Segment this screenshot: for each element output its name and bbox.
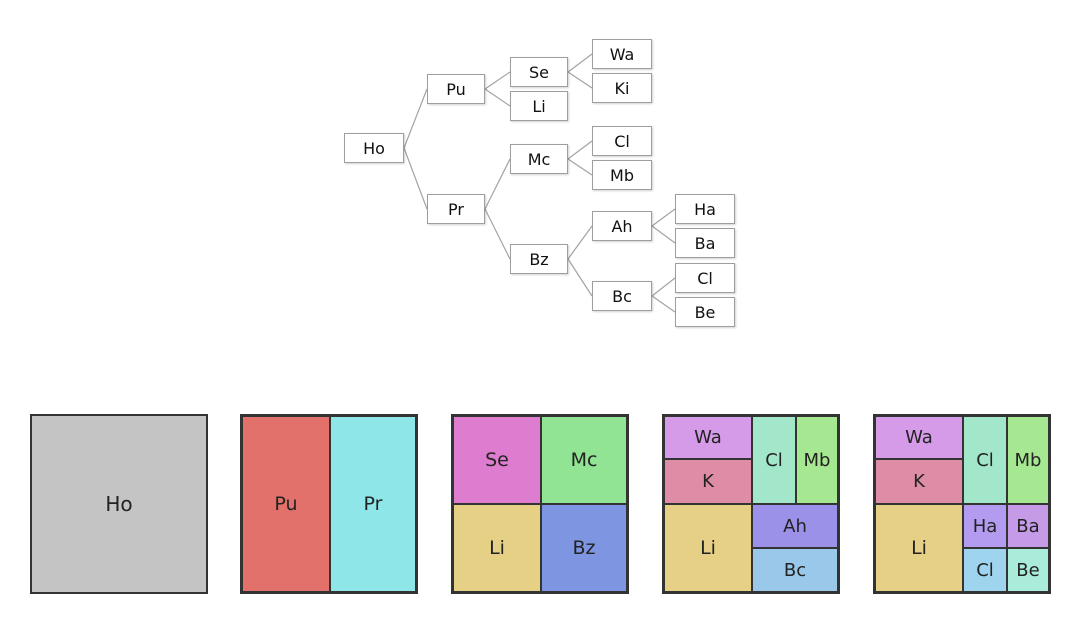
treemap-cell-wa: Wa [664, 416, 752, 459]
tree-node-ah: Ah [592, 211, 652, 241]
treemap-cell-pu: Pu [242, 416, 330, 592]
edge-ho-pu [403, 88, 428, 149]
tree-node-mc: Mc [510, 144, 568, 174]
edge-bz-bc [567, 258, 593, 297]
tree-node-bz: Bz [510, 244, 568, 274]
treemap-cell-mb: Mb [796, 416, 838, 504]
treemap-cell-ho: Ho [32, 416, 206, 592]
edge-pr-mc [484, 158, 511, 210]
tree-node-pr: Pr [427, 194, 485, 224]
tree-node-mb: Mb [592, 160, 652, 190]
treemap-cell-cl-2: Cl [963, 548, 1007, 592]
treemap-level-2: Se Mc Li Bz [451, 414, 629, 594]
treemap-level-0: Ho [30, 414, 208, 594]
tree-node-wa: Wa [592, 39, 652, 69]
treemap-cell-li: Li [875, 504, 963, 592]
tree-node-cl: Cl [592, 126, 652, 156]
edge-pr-bz [484, 208, 511, 260]
treemap-cell-li: Li [453, 504, 541, 592]
tree-node-be: Be [675, 297, 735, 327]
edge-mc-mb [567, 158, 593, 176]
edge-ho-pr [403, 147, 428, 210]
edge-bc-be [651, 295, 676, 313]
tree-node-cl-2: Cl [675, 263, 735, 293]
edge-mc-cl [567, 140, 593, 160]
edge-bz-ah [567, 225, 593, 260]
treemap-cell-cl: Cl [752, 416, 796, 504]
tree-node-ki: Ki [592, 73, 652, 103]
treemap-cell-ba: Ba [1007, 504, 1049, 548]
tree-node-ho: Ho [344, 133, 404, 163]
treemap-cell-pr: Pr [330, 416, 416, 592]
treemap-cell-bc: Bc [752, 548, 838, 592]
treemap-cell-ha: Ha [963, 504, 1007, 548]
tree-node-li: Li [510, 91, 568, 121]
edge-se-wa [567, 53, 593, 73]
treemap-cell-bz: Bz [541, 504, 627, 592]
tree-node-ba: Ba [675, 228, 735, 258]
edge-bc-cl [651, 277, 676, 297]
tree-node-pu: Pu [427, 74, 485, 104]
treemap-level-3: Wa K Cl Mb Li Ah Bc [662, 414, 840, 594]
tree-node-se: Se [510, 57, 568, 87]
treemap-cell-wa: Wa [875, 416, 963, 459]
treemap-cell-mb: Mb [1007, 416, 1049, 504]
treemap-cell-se: Se [453, 416, 541, 504]
treemap-level-1: Pu Pr [240, 414, 418, 594]
tree-node-bc: Bc [592, 281, 652, 311]
edge-se-ki [567, 71, 593, 89]
edge-ah-ha [651, 208, 676, 227]
treemap-cell-k: K [875, 459, 963, 504]
treemap-cell-ah: Ah [752, 504, 838, 548]
tree-node-ha: Ha [675, 194, 735, 224]
edge-pu-li [484, 88, 511, 107]
treemap-cell-mc: Mc [541, 416, 627, 504]
treemap-cell-k: K [664, 459, 752, 504]
treemap-cell-li: Li [664, 504, 752, 592]
treemap-level-4: Wa K Cl Mb Li Ha Ba Cl Be [873, 414, 1051, 594]
treemap-cell-cl: Cl [963, 416, 1007, 504]
treemap-cell-be: Be [1007, 548, 1049, 592]
edge-pu-se [484, 71, 511, 90]
edge-ah-ba [651, 225, 676, 244]
